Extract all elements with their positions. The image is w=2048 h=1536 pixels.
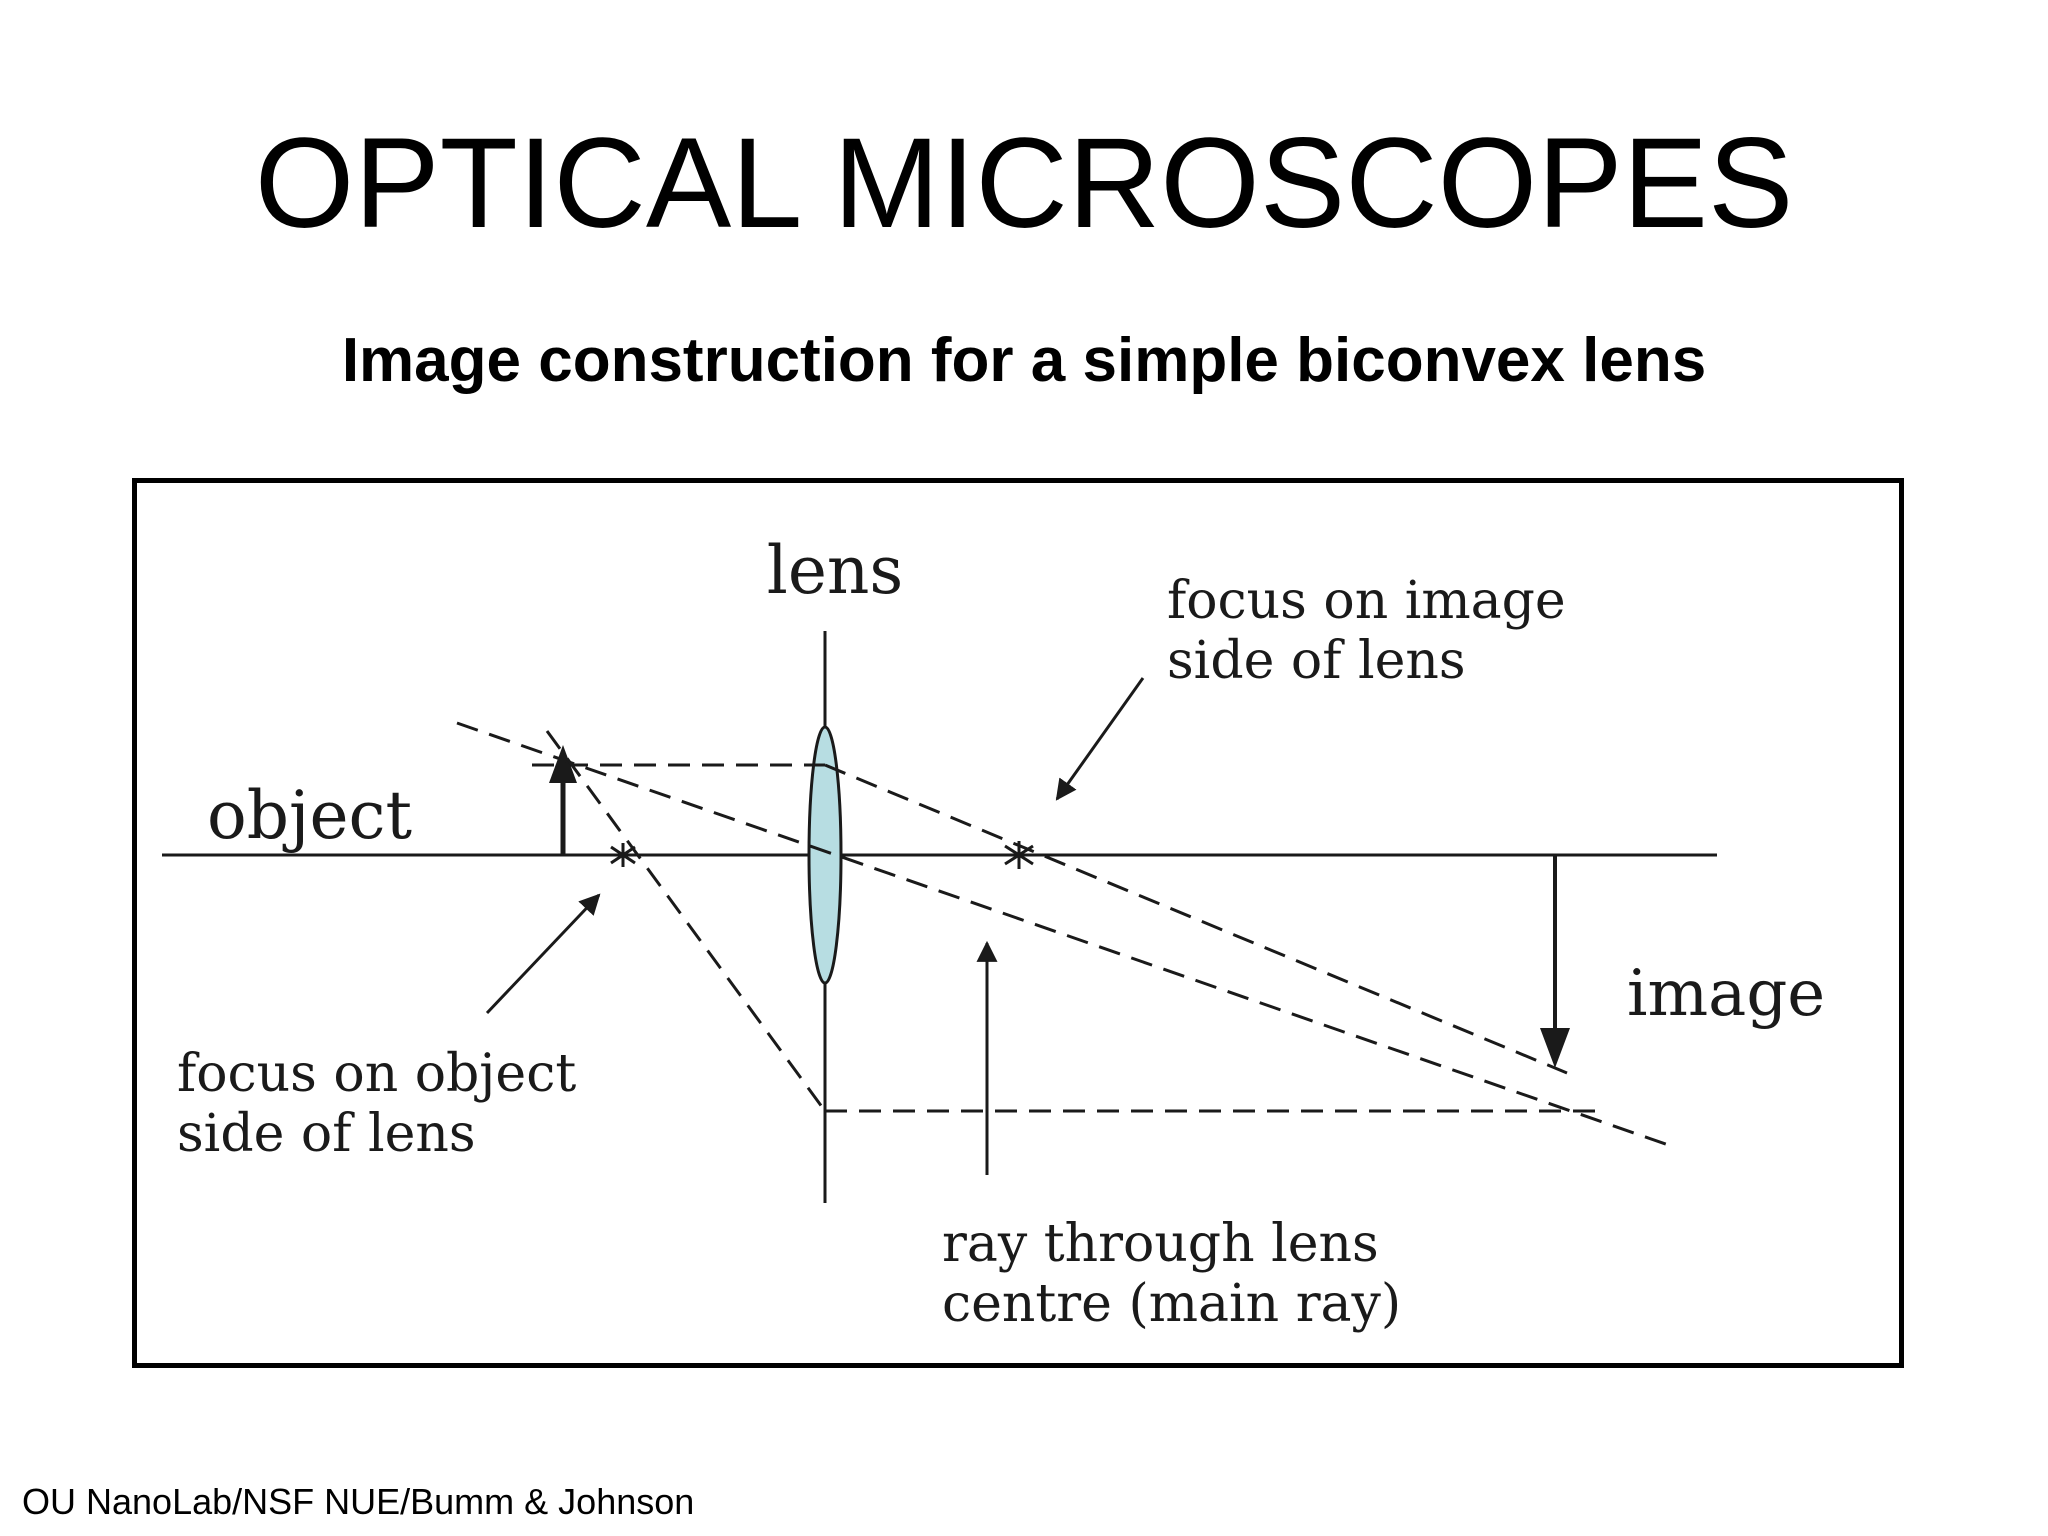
image-label: image [1627,957,1825,1031]
focus-object-pointer [485,893,601,1015]
focus-image-label-line2: side of lens [1167,631,1466,691]
biconvex-lens [807,725,843,985]
focus-image-label-line1: focus on image [1167,571,1566,631]
focus-image-side-marker [1004,841,1034,869]
lens-diagram: lens object image focus on image side of… [162,532,1825,1334]
light-rays [456,721,1678,1150]
focus-image-pointer [1055,677,1145,801]
lens-diagram-frame: lens object image focus on image side of… [132,478,1904,1368]
main-ray-label-line2: centre (main ray) [942,1274,1401,1334]
slide-subtitle: Image construction for a simple biconvex… [341,326,1707,395]
main-ray-label-line1: ray through lens [942,1214,1379,1274]
focus-object-side-marker [610,843,636,867]
image-arrowhead [1540,1028,1570,1068]
object-arrowhead [549,745,577,783]
main-ray [456,721,1678,1150]
lens-label: lens [767,532,904,609]
focus-object-label-line1: focus on object [177,1044,576,1104]
parallel-ray-refracted [824,763,1568,1075]
slide-title: OPTICAL MICROSCOPES [254,112,1794,255]
focal-ray-incoming [545,730,827,1112]
object-label: object [207,777,412,854]
footer-credit: OU NanoLab/NSF NUE/Bumm & Johnson [22,1481,695,1522]
focus-object-label-line2: side of lens [177,1104,476,1164]
